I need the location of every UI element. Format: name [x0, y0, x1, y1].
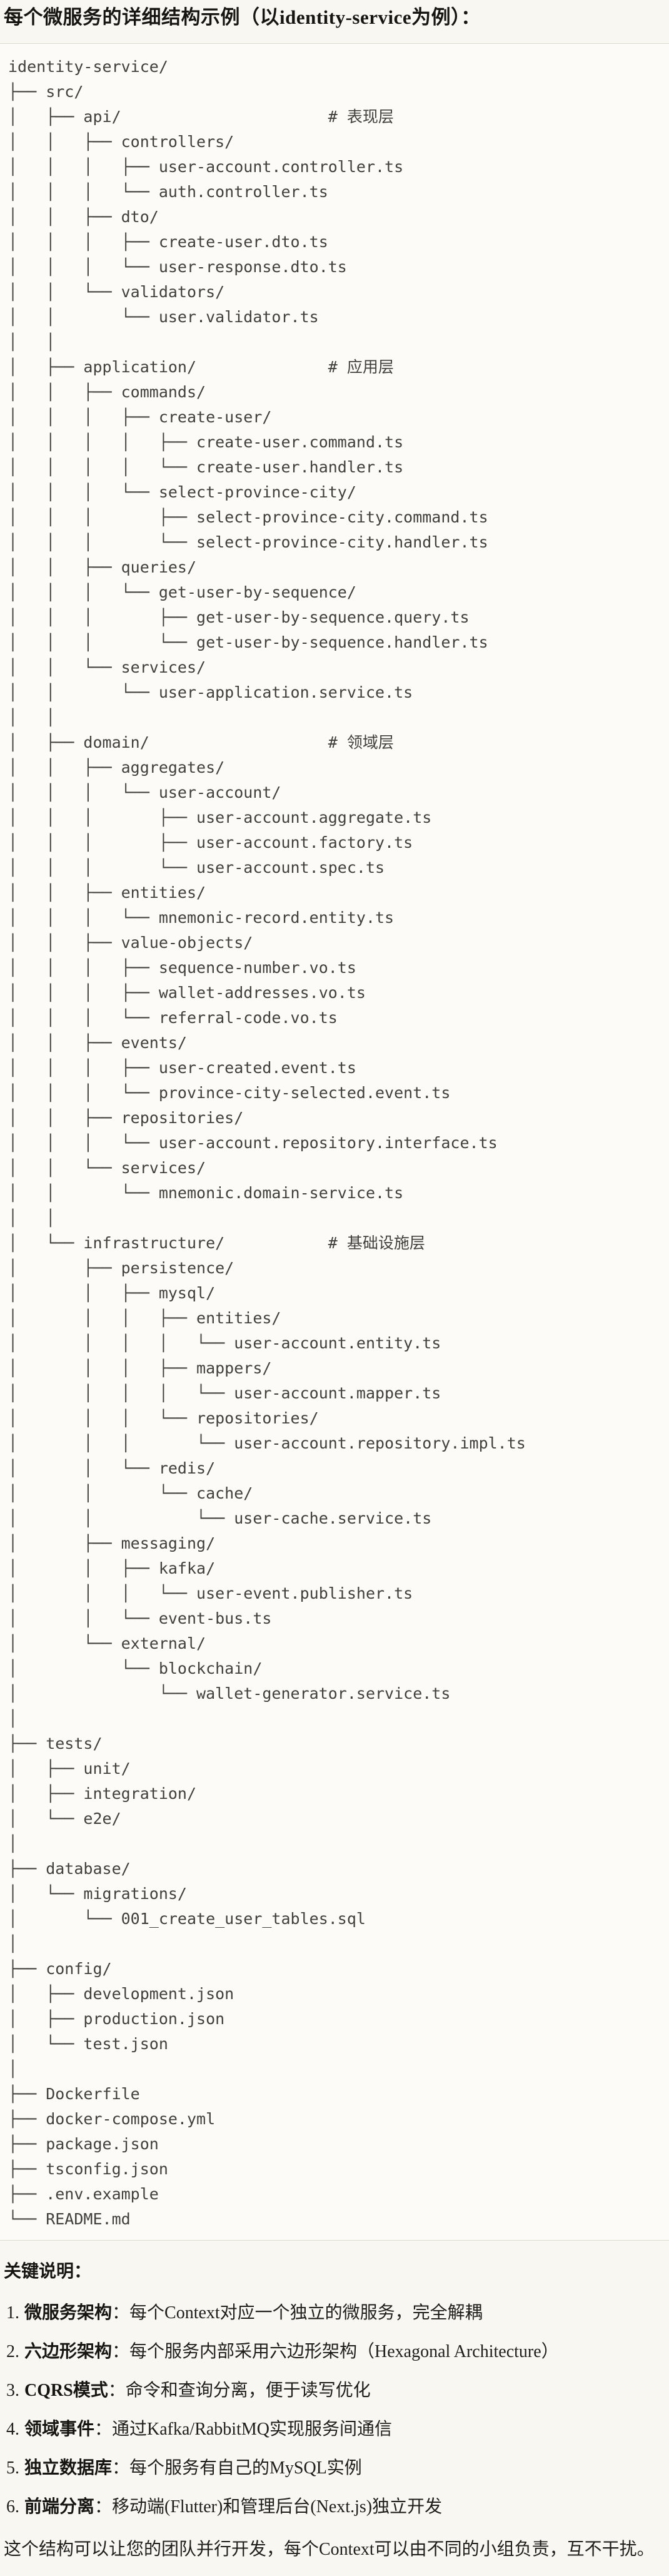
note-text: ：每个服务有自己的MySQL实例	[112, 2458, 362, 2478]
note-number: 6.	[6, 2497, 19, 2517]
note-item-4: 4.领域事件：通过Kafka/RabbitMQ实现服务间通信	[6, 2417, 664, 2442]
note-item-3: 3.CQRS模式：命令和查询分离，便于读写优化	[6, 2378, 664, 2403]
note-item-2: 2.六边形架构：每个服务内部采用六边形架构（Hexagonal Architec…	[6, 2339, 664, 2365]
note-text: ：每个服务内部采用六边形架构（Hexagonal Architecture）	[112, 2341, 559, 2361]
notes-heading: 关键说明：	[4, 2261, 92, 2281]
notes-footer: 这个结构可以让您的团队并行开发，每个Context可以由不同的小组负责，互不干扰…	[4, 2539, 655, 2559]
note-item-6: 6.前端分离：移动端(Flutter)和管理后台(Next.js)独立开发	[6, 2495, 664, 2520]
note-text: ：通过Kafka/RabbitMQ实现服务间通信	[94, 2419, 392, 2439]
note-label: 领域事件	[24, 2419, 95, 2439]
note-number: 1.	[6, 2303, 19, 2323]
note-label: 六边形架构	[24, 2341, 113, 2361]
note-item-1: 1.微服务架构：每个Context对应一个独立的微服务，完全解耦	[6, 2301, 664, 2326]
directory-tree-code-block: identity-service/ ├── src/ │ ├── api/ # …	[0, 43, 669, 2241]
note-number: 2.	[6, 2341, 19, 2361]
note-text: ：每个Context对应一个独立的微服务，完全解耦	[112, 2303, 483, 2323]
note-item-5: 5.独立数据库：每个服务有自己的MySQL实例	[6, 2456, 664, 2481]
note-label: CQRS模式	[24, 2380, 108, 2400]
note-label: 微服务架构	[24, 2303, 113, 2323]
notes-section: 关键说明： 1.微服务架构：每个Context对应一个独立的微服务，完全解耦 2…	[0, 2259, 669, 2562]
note-number: 5.	[6, 2458, 19, 2478]
page-title: 每个微服务的详细结构示例（以identity-service为例）：	[4, 6, 481, 28]
note-label: 独立数据库	[24, 2458, 113, 2478]
note-number: 3.	[6, 2380, 19, 2400]
note-number: 4.	[6, 2419, 19, 2439]
note-text: ：移动端(Flutter)和管理后台(Next.js)独立开发	[94, 2497, 443, 2517]
note-label: 前端分离	[24, 2497, 95, 2517]
note-text: ：命令和查询分离，便于读写优化	[108, 2380, 371, 2400]
